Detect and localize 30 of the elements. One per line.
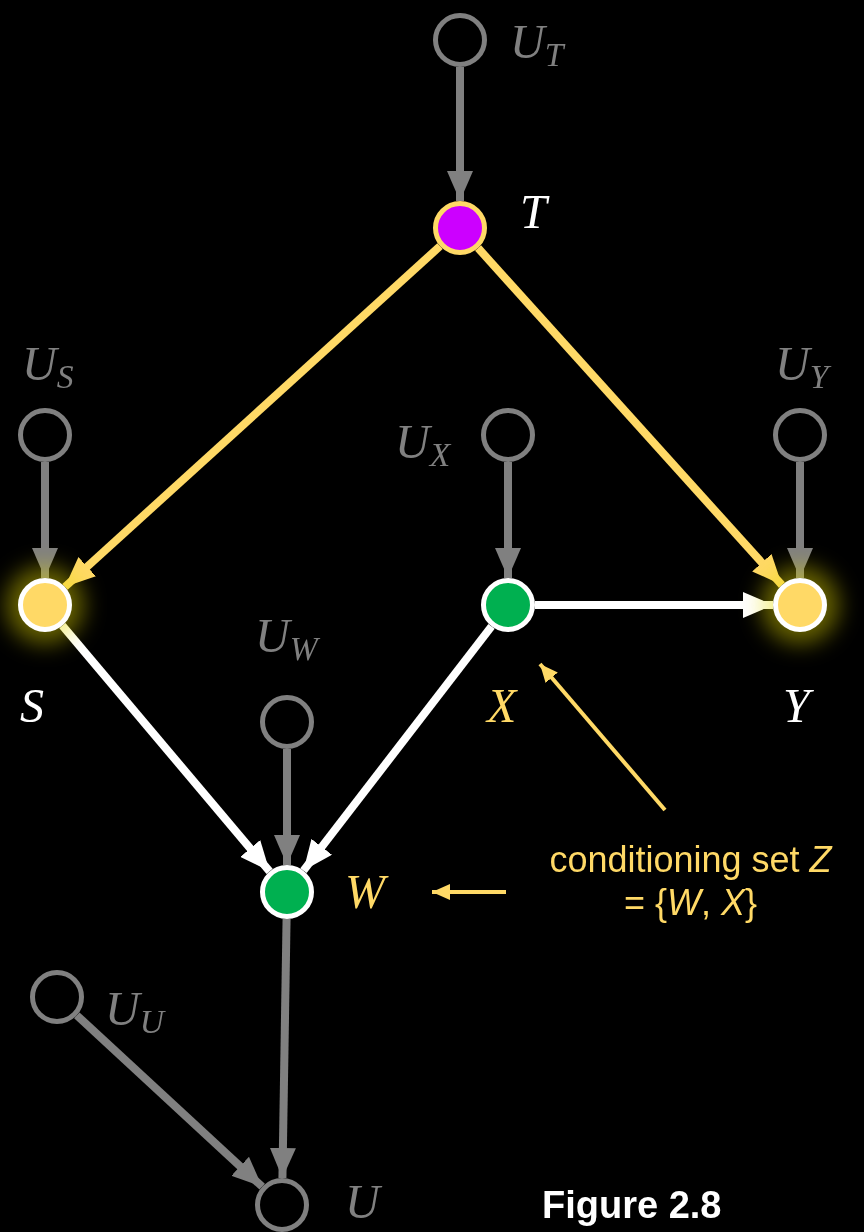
arrow (59, 623, 273, 874)
circle-node (481, 408, 535, 462)
circle-node (255, 1178, 309, 1232)
variable-label: U$_{X}$ (395, 418, 451, 472)
circle-node (773, 578, 827, 632)
circle-node (18, 408, 72, 462)
variable-label: U$_{U}$ (105, 985, 164, 1039)
circle-node (260, 865, 314, 919)
circle-node (260, 695, 314, 749)
arrow (300, 623, 495, 874)
variable-label: U$_{T}$ (510, 18, 564, 72)
arrow (538, 662, 667, 812)
circle-node (30, 970, 84, 1024)
variable-label: U$_{W}$ (255, 612, 318, 666)
circle-node (481, 578, 535, 632)
arrow (62, 243, 443, 590)
circle-node (18, 578, 72, 632)
circle-node (773, 408, 827, 462)
arrow (74, 1012, 265, 1190)
arrow (535, 592, 773, 618)
variable-label: U$_{S}$ (22, 340, 74, 394)
figure-caption: Figure 2.8 (542, 1184, 722, 1227)
arrow (269, 918, 296, 1179)
circle-node (433, 13, 487, 67)
variable-label: S (20, 682, 44, 730)
circle-node (433, 201, 487, 255)
annotation-text: conditioning set Z = {W, X} (548, 838, 833, 925)
arrow (432, 884, 506, 900)
variable-label: X (487, 682, 517, 730)
arrow (475, 245, 785, 588)
